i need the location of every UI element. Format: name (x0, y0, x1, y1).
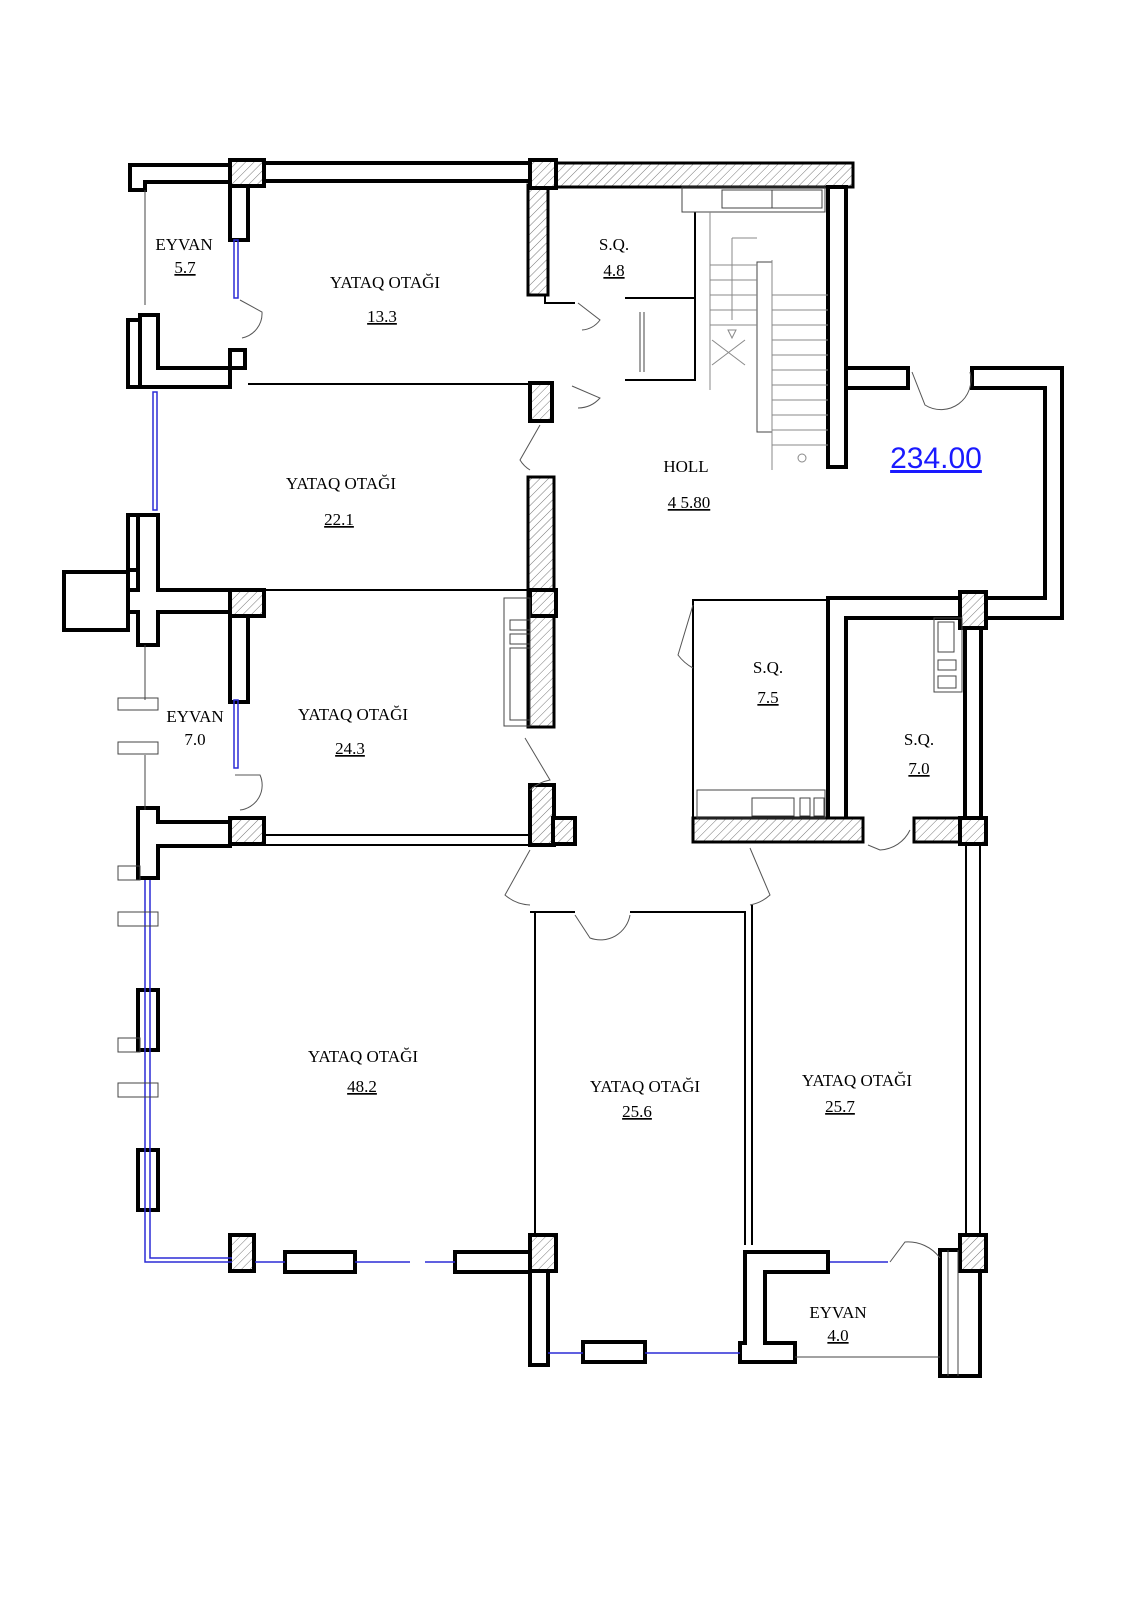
room-name-yataq-2: YATAQ OTAĞI (286, 474, 396, 493)
room-name-sq-3: S.Q. (904, 730, 934, 749)
walls (62, 161, 1064, 1378)
room-area-sq-2: 7.5 (757, 688, 778, 707)
room-area-eyvan-3: 4.0 (827, 1326, 848, 1345)
room-name-holl: HOLL (663, 457, 708, 476)
room-area-yataq-4: 48.2 (347, 1077, 377, 1096)
room-name-eyvan-2: EYVAN (166, 707, 223, 726)
room-name-sq-1: S.Q. (599, 235, 629, 254)
room-name-eyvan-1: EYVAN (155, 235, 212, 254)
room-name-eyvan-3: EYVAN (809, 1303, 866, 1322)
room-area-yataq-6: 25.7 (825, 1097, 855, 1116)
room-name-yataq-6: YATAQ OTAĞI (802, 1071, 912, 1090)
room-name-sq-2: S.Q. (753, 658, 783, 677)
room-name-yataq-3: YATAQ OTAĞI (298, 705, 408, 724)
columns (228, 158, 988, 1273)
fixtures (503, 597, 963, 1376)
total-area: 234.00 (890, 442, 982, 475)
room-name-yataq-4: YATAQ OTAĞI (308, 1047, 418, 1066)
staircase (681, 186, 828, 470)
room-area-yataq-2: 22.1 (324, 510, 354, 529)
room-area-yataq-5: 25.6 (622, 1102, 652, 1121)
room-area-yataq-1: 13.3 (367, 307, 397, 326)
room-area-yataq-3: 24.3 (335, 739, 365, 758)
room-area-holl: 4 5.80 (668, 493, 711, 512)
room-labels: EYVAN 5.7 YATAQ OTAĞI 13.3 S.Q. 4.8 YATA… (155, 235, 982, 1345)
room-area-eyvan-2: 7.0 (184, 730, 205, 749)
room-area-sq-1: 4.8 (603, 261, 624, 280)
room-area-sq-3: 7.0 (908, 759, 929, 778)
room-name-yataq-5: YATAQ OTAĞI (590, 1077, 700, 1096)
windows (117, 190, 940, 1358)
doors (235, 299, 972, 1263)
room-area-eyvan-1: 5.7 (174, 258, 196, 277)
room-name-yataq-1: YATAQ OTAĞI (330, 273, 440, 292)
